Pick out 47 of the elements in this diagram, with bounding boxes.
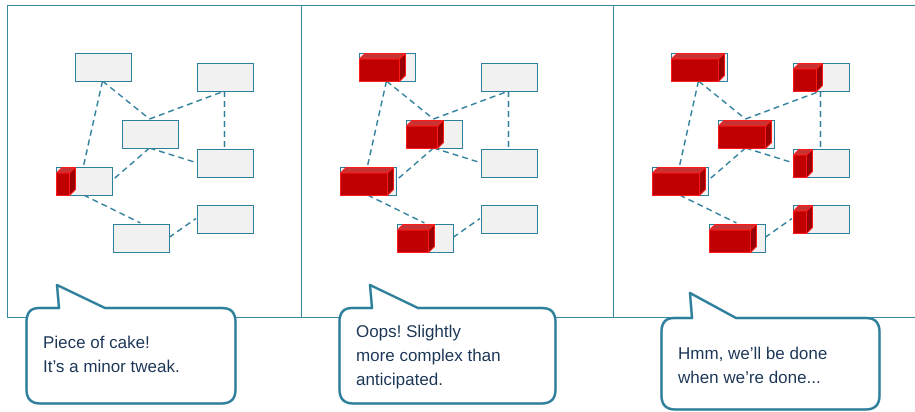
speech-text: Hmm, we’ll be done when we’re done... bbox=[678, 343, 828, 389]
dashed-connector bbox=[224, 91, 226, 148]
component-box bbox=[122, 120, 179, 149]
dashed-connector bbox=[745, 147, 792, 164]
component-box bbox=[197, 63, 254, 92]
component-box bbox=[406, 120, 463, 149]
component-box bbox=[709, 224, 766, 253]
component-box bbox=[481, 149, 538, 178]
dashed-connector bbox=[764, 218, 792, 238]
component-box bbox=[793, 149, 850, 178]
component-box bbox=[56, 167, 113, 196]
speech-text: It’s a minor tweak. bbox=[43, 356, 181, 378]
speech-text: Piece of cake! bbox=[43, 332, 151, 354]
speech-bubble bbox=[338, 283, 557, 405]
component-box bbox=[113, 224, 170, 253]
dashed-connector bbox=[820, 91, 822, 148]
dashed-connector bbox=[83, 194, 141, 224]
dashed-connector bbox=[396, 147, 434, 182]
dashed-connector bbox=[678, 80, 700, 166]
dashed-connector bbox=[149, 147, 196, 164]
component-box bbox=[197, 149, 254, 178]
dashed-connector bbox=[679, 194, 737, 224]
component-box bbox=[397, 224, 454, 253]
dashed-connector bbox=[452, 218, 480, 238]
dashed-connector bbox=[698, 80, 746, 120]
dashed-connector bbox=[366, 80, 388, 166]
component-box bbox=[481, 63, 538, 92]
dashed-connector bbox=[168, 218, 196, 238]
panel bbox=[613, 5, 915, 318]
speech-bubble bbox=[660, 291, 881, 411]
component-box bbox=[197, 205, 254, 234]
dashed-connector bbox=[508, 91, 510, 148]
dashed-connector bbox=[112, 147, 150, 182]
component-box bbox=[793, 205, 850, 234]
dashed-connector bbox=[102, 80, 150, 120]
dashed-connector bbox=[708, 147, 746, 182]
dashed-connector bbox=[386, 80, 434, 120]
component-box bbox=[75, 53, 132, 82]
component-box bbox=[359, 53, 416, 82]
panel bbox=[7, 5, 302, 318]
component-box bbox=[793, 63, 850, 92]
dashed-connector bbox=[433, 147, 480, 164]
component-box bbox=[481, 205, 538, 234]
speech-bubble bbox=[25, 283, 237, 405]
speech-text: Oops! Slightly more complex than anticipated. bbox=[356, 321, 502, 391]
dashed-connector bbox=[82, 80, 104, 166]
dashed-connector bbox=[367, 194, 425, 224]
